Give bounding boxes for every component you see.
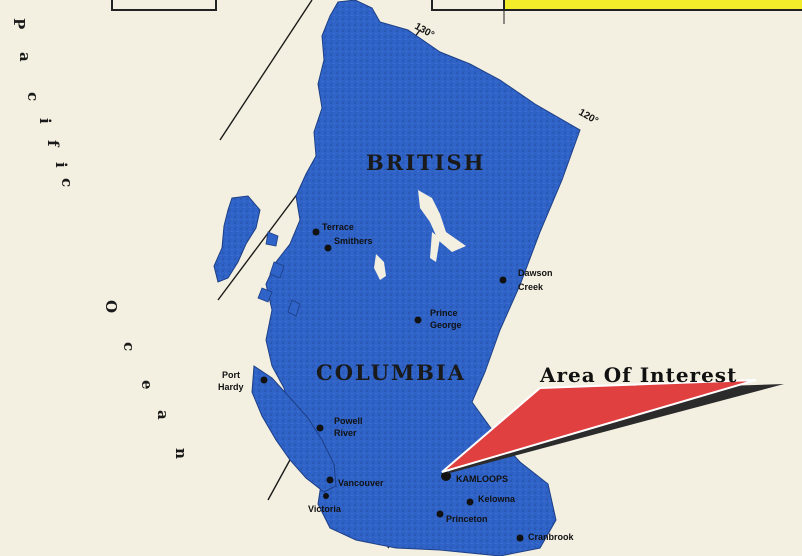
ocean-label-pacific: P a c i f i c xyxy=(10,18,76,187)
city-label-princeton: Princeton xyxy=(446,514,488,524)
vancouver-island xyxy=(251,365,337,493)
city-dot-vancouver xyxy=(326,476,334,484)
city-dots xyxy=(260,228,524,542)
svg-text:f: f xyxy=(44,140,62,148)
svg-text:c: c xyxy=(58,178,76,187)
lakes xyxy=(374,190,466,280)
svg-text:i: i xyxy=(52,162,70,168)
svg-text:n: n xyxy=(172,448,190,459)
city-label-river: River xyxy=(334,428,357,438)
city-dot-kelowna xyxy=(466,498,474,506)
bc-mainland xyxy=(265,0,581,556)
city-dot-terrace xyxy=(312,228,320,236)
city-label-creek: Creek xyxy=(518,282,544,292)
city-label-terrace: Terrace xyxy=(322,222,354,232)
city-label-hardy: Hardy xyxy=(218,382,244,392)
svg-text:P: P xyxy=(10,18,28,29)
city-label-victoria: Victoria xyxy=(308,504,342,514)
city-label-vancouver: Vancouver xyxy=(338,478,384,488)
svg-text:a: a xyxy=(154,410,172,420)
svg-text:O: O xyxy=(102,300,120,313)
city-dot-victoria xyxy=(323,493,329,499)
city-dot-kamloops xyxy=(441,471,451,481)
city-labels: Terrace Smithers Dawson Creek Prince Geo… xyxy=(218,222,575,542)
legend-box-left xyxy=(111,0,217,11)
callout-label: Area Of Interest xyxy=(539,363,737,387)
city-label-dawson: Dawson xyxy=(518,268,553,278)
city-label-kelowna: Kelowna xyxy=(478,494,516,504)
city-dot-prince-george xyxy=(414,316,422,324)
region-label-columbia: COLUMBIA xyxy=(316,360,466,385)
city-label-port: Port xyxy=(222,370,240,380)
svg-text:e: e xyxy=(138,380,156,390)
meridian-120-label: 120° xyxy=(577,107,600,127)
svg-text:i: i xyxy=(36,118,54,124)
city-dot-princeton xyxy=(436,510,444,518)
city-dot-smithers xyxy=(324,244,332,252)
svg-text:a: a xyxy=(16,52,34,62)
city-dot-powell-river xyxy=(316,424,324,432)
city-label-george: George xyxy=(430,320,462,330)
region-label-british: BRITISH xyxy=(366,150,485,175)
ocean-label-ocean: O c e a n xyxy=(102,300,190,459)
city-dot-cranbrook xyxy=(516,534,524,542)
city-label-cranbrook: Cranbrook xyxy=(528,532,575,542)
coastal-islands xyxy=(257,231,301,317)
svg-text:c: c xyxy=(24,92,42,101)
legend-box-right-white xyxy=(431,0,505,11)
city-label-powell: Powell xyxy=(334,416,363,426)
city-label-prince: Prince xyxy=(430,308,458,318)
callout-wedge xyxy=(441,379,757,473)
haida-gwaii xyxy=(213,195,261,283)
svg-text:c: c xyxy=(120,342,138,351)
city-dot-port-hardy xyxy=(260,376,268,384)
city-dot-dawson-creek xyxy=(499,276,507,284)
city-label-smithers: Smithers xyxy=(334,236,373,246)
city-label-kamloops: KAMLOOPS xyxy=(456,474,508,484)
